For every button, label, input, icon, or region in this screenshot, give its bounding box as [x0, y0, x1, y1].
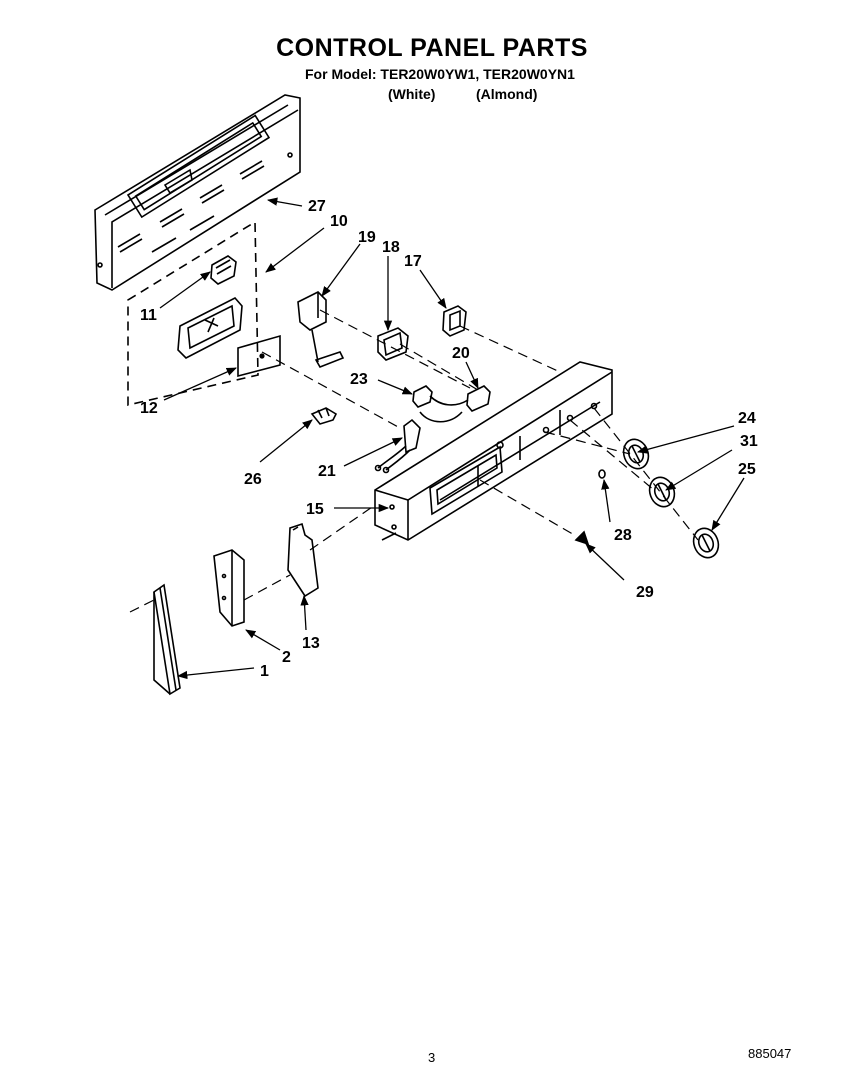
- callout-13: 13: [302, 635, 320, 652]
- callout-1: 1: [260, 663, 269, 680]
- wiring-loop: [419, 411, 463, 423]
- part-28-knob-clip: [598, 469, 606, 479]
- callout-12: 12: [140, 400, 158, 417]
- part-11-clock-knob: [210, 255, 237, 285]
- alignment-lines: [129, 309, 699, 613]
- part-12-clock-overlay: [237, 334, 281, 378]
- callout-21: 21: [318, 463, 336, 480]
- part-1-endcap: [153, 583, 181, 696]
- callout-20: 20: [452, 345, 470, 362]
- variant-almond-label: (Almond): [476, 86, 538, 102]
- callout-31: 31: [740, 433, 758, 450]
- part-21-wire-harness: [374, 418, 421, 474]
- callout-18: 18: [382, 239, 400, 256]
- variant-white-label: (White): [388, 86, 436, 102]
- callout-28: 28: [614, 527, 632, 544]
- part-13-end-bracket: [287, 522, 319, 598]
- callout-26: 26: [244, 471, 262, 488]
- callout-17: 17: [404, 253, 422, 270]
- part-17-switch: [442, 305, 467, 337]
- callout-27: 27: [308, 198, 326, 215]
- callout-25: 25: [738, 461, 756, 478]
- part-26-clip: [310, 407, 338, 425]
- callout-23: 23: [350, 371, 368, 388]
- part-15-control-panel-housing: [374, 361, 613, 541]
- wiring-23-20: [429, 395, 469, 406]
- callout-10: 10: [330, 213, 348, 230]
- part-29-screw: [574, 530, 590, 546]
- callout-15: 15: [306, 501, 324, 518]
- part-27-backguard-panel: [94, 94, 301, 291]
- part-18-switch: [377, 327, 409, 361]
- document-number: 885047: [748, 1046, 792, 1061]
- page-number: 3: [428, 1050, 436, 1065]
- part-25-knob: [692, 527, 720, 559]
- model-numbers: For Model: TER20W0YW1, TER20W0YN1: [305, 66, 575, 82]
- part-24-knob: [622, 438, 650, 470]
- part-10-clock-assembly-outline: [127, 220, 259, 407]
- leader-lines: [159, 197, 745, 680]
- callout-19: 19: [358, 229, 376, 246]
- part-2-endcap-insert: [213, 549, 245, 627]
- callout-2: 2: [282, 649, 291, 666]
- part-31-knob: [648, 476, 676, 508]
- callout-11: 11: [140, 307, 157, 324]
- callout-29: 29: [636, 584, 654, 601]
- part-20-connector: [466, 385, 491, 412]
- part-19-thermostat: [297, 291, 345, 368]
- page-title: CONTROL PANEL PARTS: [276, 34, 588, 62]
- part-10-clock-housing: [177, 297, 243, 359]
- part-23-connector: [412, 385, 433, 408]
- callout-24: 24: [738, 410, 756, 427]
